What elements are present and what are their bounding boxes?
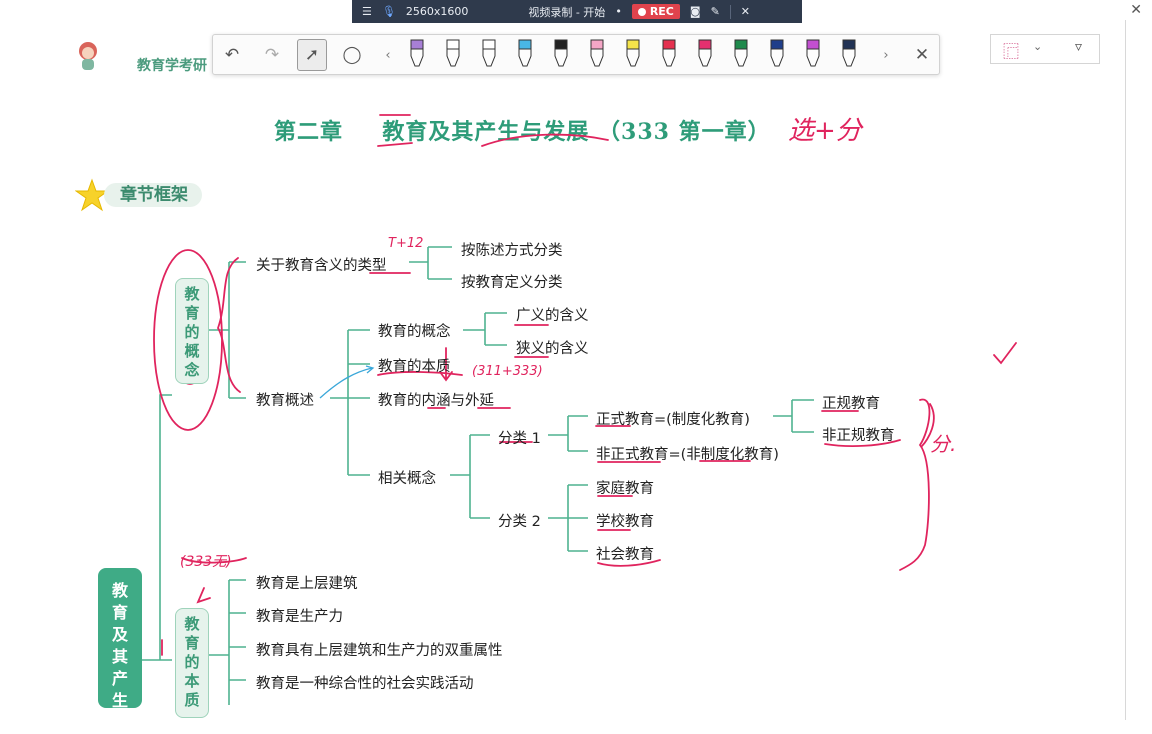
root-box[interactable]: 教育及其产生与: [98, 568, 142, 732]
navy-pen-icon[interactable]: [770, 39, 784, 67]
lasso-icon: ◯: [342, 45, 362, 65]
chapter-title: 教育及其产生与发展: [382, 119, 590, 145]
node-overview[interactable]: 教育概述: [256, 393, 314, 409]
concept-box-label: 教育的概念: [184, 285, 200, 379]
red-marker-icon[interactable]: [662, 39, 676, 67]
pink-highlighter-icon[interactable]: [590, 39, 604, 67]
page-title: 第二章 教育及其产生与发展 （333 第一章）: [274, 114, 771, 146]
node-related[interactable]: 相关概念: [378, 471, 436, 487]
undo-icon: ↶: [224, 45, 240, 65]
node-productivity[interactable]: 教育是生产力: [256, 609, 343, 625]
lasso-tool-button[interactable]: ◯: [337, 39, 367, 71]
rec-label: REC: [649, 5, 674, 18]
node-broad[interactable]: 广义的含义: [516, 308, 589, 324]
node-regular[interactable]: 正规教育: [822, 396, 880, 412]
pen-icon[interactable]: ✎: [710, 5, 720, 18]
rec-button[interactable]: REC: [631, 4, 680, 19]
node-school[interactable]: 学校教育: [596, 514, 654, 530]
blue-pen-icon[interactable]: [518, 39, 532, 67]
node-formal[interactable]: 正式教育=(制度化教育): [596, 412, 750, 428]
avatar-icon: [79, 42, 97, 70]
microphone-icon[interactable]: 🎙︎: [381, 5, 396, 18]
node-connotation[interactable]: 教育的内涵与外延: [378, 393, 494, 409]
recorder-title: 视频录制 - 开始: [528, 5, 606, 19]
section-label: 章节框架: [104, 183, 202, 207]
node-class-1[interactable]: 分类 1: [498, 431, 541, 447]
select-tool-button[interactable]: ➚: [297, 39, 327, 71]
close-icon: ✕: [914, 45, 930, 65]
node-class-2[interactable]: 分类 2: [498, 514, 541, 530]
chevron-right-icon: ›: [883, 47, 889, 63]
root-box-label: 教育及其产生与: [111, 581, 128, 732]
pin-icon[interactable]: •: [615, 5, 622, 18]
undo-button[interactable]: ↶: [217, 39, 247, 71]
blue-arrow: [319, 367, 373, 399]
record-dot-icon: [637, 7, 646, 16]
menu-icon[interactable]: ☰: [362, 5, 372, 18]
node-social[interactable]: 社会教育: [596, 547, 654, 563]
handwritten-333-none: (333无): [180, 554, 232, 570]
node-narrow[interactable]: 狭义的含义: [516, 341, 589, 357]
node-essence[interactable]: 教育的本质: [378, 359, 451, 375]
white-pen-icon[interactable]: [482, 39, 496, 67]
layout-icon[interactable]: ⿸: [1003, 42, 1020, 61]
cursor-icon: ➚: [304, 45, 320, 65]
chapter-subtitle: （333 第一章）: [598, 119, 771, 145]
handwritten-fen: 分.: [930, 432, 957, 456]
node-informal[interactable]: 非正式教育=(非制度化教育): [596, 447, 779, 463]
node-type-1[interactable]: 按陈述方式分类: [461, 243, 563, 259]
close-toolbar-button[interactable]: ✕: [907, 39, 937, 71]
view-options-panel: ⿸ ⌄ ▿: [990, 34, 1100, 64]
magenta-pen-icon[interactable]: [698, 39, 712, 67]
chevron-left-icon: ‹: [385, 47, 391, 63]
concept-box[interactable]: 教育的概念: [175, 278, 209, 384]
node-family[interactable]: 家庭教育: [596, 481, 654, 497]
redo-icon: ↷: [264, 45, 280, 65]
node-irregular[interactable]: 非正规教育: [822, 428, 895, 444]
resolution-label: 2560x1600: [405, 5, 469, 18]
camera-icon[interactable]: ◙: [689, 5, 701, 18]
handwritten-title-note: 选+分: [788, 116, 862, 146]
scroll-left-button[interactable]: ‹: [373, 39, 403, 71]
text-pen-icon[interactable]: [446, 39, 460, 67]
node-types[interactable]: 关于教育含义的类型: [256, 258, 387, 274]
recording-toolbar: ☰ 🎙︎ 2560x1600 视频录制 - 开始 • REC ◙ ✎ ✕: [352, 0, 802, 23]
purple-pen-icon[interactable]: [410, 39, 424, 67]
node-type-2[interactable]: 按教育定义分类: [461, 275, 563, 291]
node-superstructure[interactable]: 教育是上层建筑: [256, 576, 358, 592]
close-icon[interactable]: ✕: [740, 5, 750, 18]
chapter-label: 第二章: [274, 119, 344, 145]
node-dual-attribute[interactable]: 教育具有上层建筑和生产力的双重属性: [256, 643, 503, 659]
pen-toolbar: ↶ ↷ ➚ ◯ ‹ › ✕: [212, 34, 940, 75]
redo-button[interactable]: ↷: [257, 39, 287, 71]
node-social-practice[interactable]: 教育是一种综合性的社会实践活动: [256, 676, 474, 692]
yellow-highlighter-icon[interactable]: [626, 39, 640, 67]
page-edge: [1125, 20, 1126, 720]
filter-icon[interactable]: ▿: [1075, 39, 1083, 55]
handwritten-t12: T+12: [388, 236, 424, 251]
node-concept[interactable]: 教育的概念: [378, 324, 451, 340]
nature-box[interactable]: 教育的本质: [175, 608, 209, 718]
window-close-icon[interactable]: ✕: [1130, 2, 1142, 18]
scroll-right-button[interactable]: ›: [871, 39, 901, 71]
handwritten-311-333: (311+333): [472, 364, 543, 379]
divider: [729, 4, 731, 19]
fountain-pen-icon[interactable]: [842, 39, 856, 67]
chevron-down-icon[interactable]: ⌄: [1033, 40, 1043, 53]
brand-title: 教育学考研: [137, 58, 207, 74]
violet-highlighter-icon[interactable]: [806, 39, 820, 67]
nature-box-label: 教育的本质: [184, 615, 200, 709]
black-pen-icon[interactable]: [554, 39, 568, 67]
pen-palette: [410, 39, 856, 67]
green-pen-icon[interactable]: [734, 39, 748, 67]
